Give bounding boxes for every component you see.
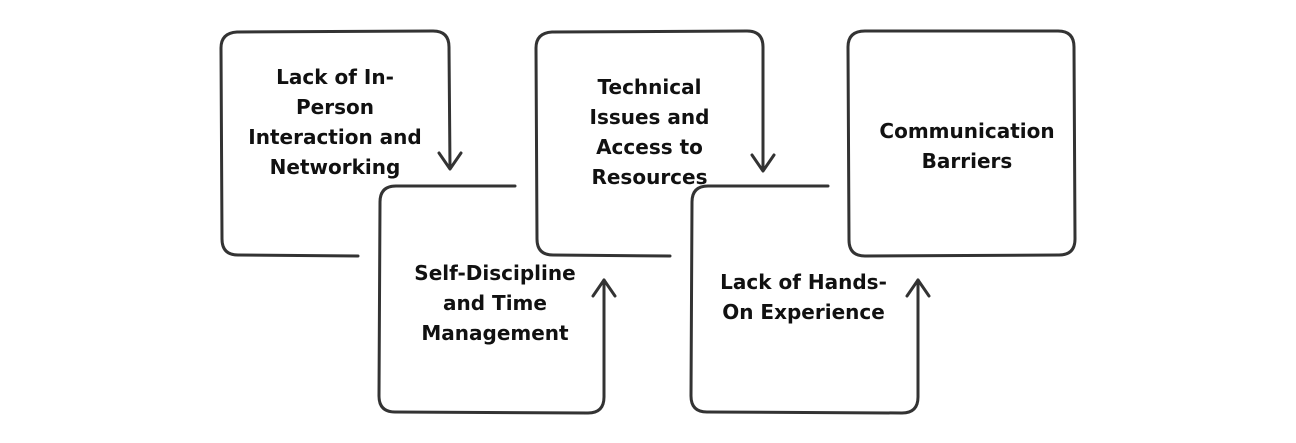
step-2-arrow-up-icon: [591, 278, 617, 298]
step-5-label: Communication Barriers: [879, 119, 1055, 173]
step-1-box: [219, 29, 452, 258]
step-4-box: [689, 184, 920, 415]
step-3-label: Technical Issues and Access to Resources: [589, 75, 710, 189]
step-5-box: [846, 29, 1077, 258]
step-2-label: Self-Discipline and Time Management: [414, 261, 576, 345]
step-3-box: [534, 29, 765, 258]
step-3-arrow-down-icon: [750, 153, 776, 173]
step-4-label: Lack of Hands-On Experience: [720, 270, 887, 324]
step-4-arrow-up-icon: [905, 278, 931, 298]
step-1-label: Lack of In-Person Interaction and Networ…: [248, 65, 422, 179]
step-2-box: [377, 184, 606, 415]
step-1-arrow-down-icon: [437, 151, 463, 171]
